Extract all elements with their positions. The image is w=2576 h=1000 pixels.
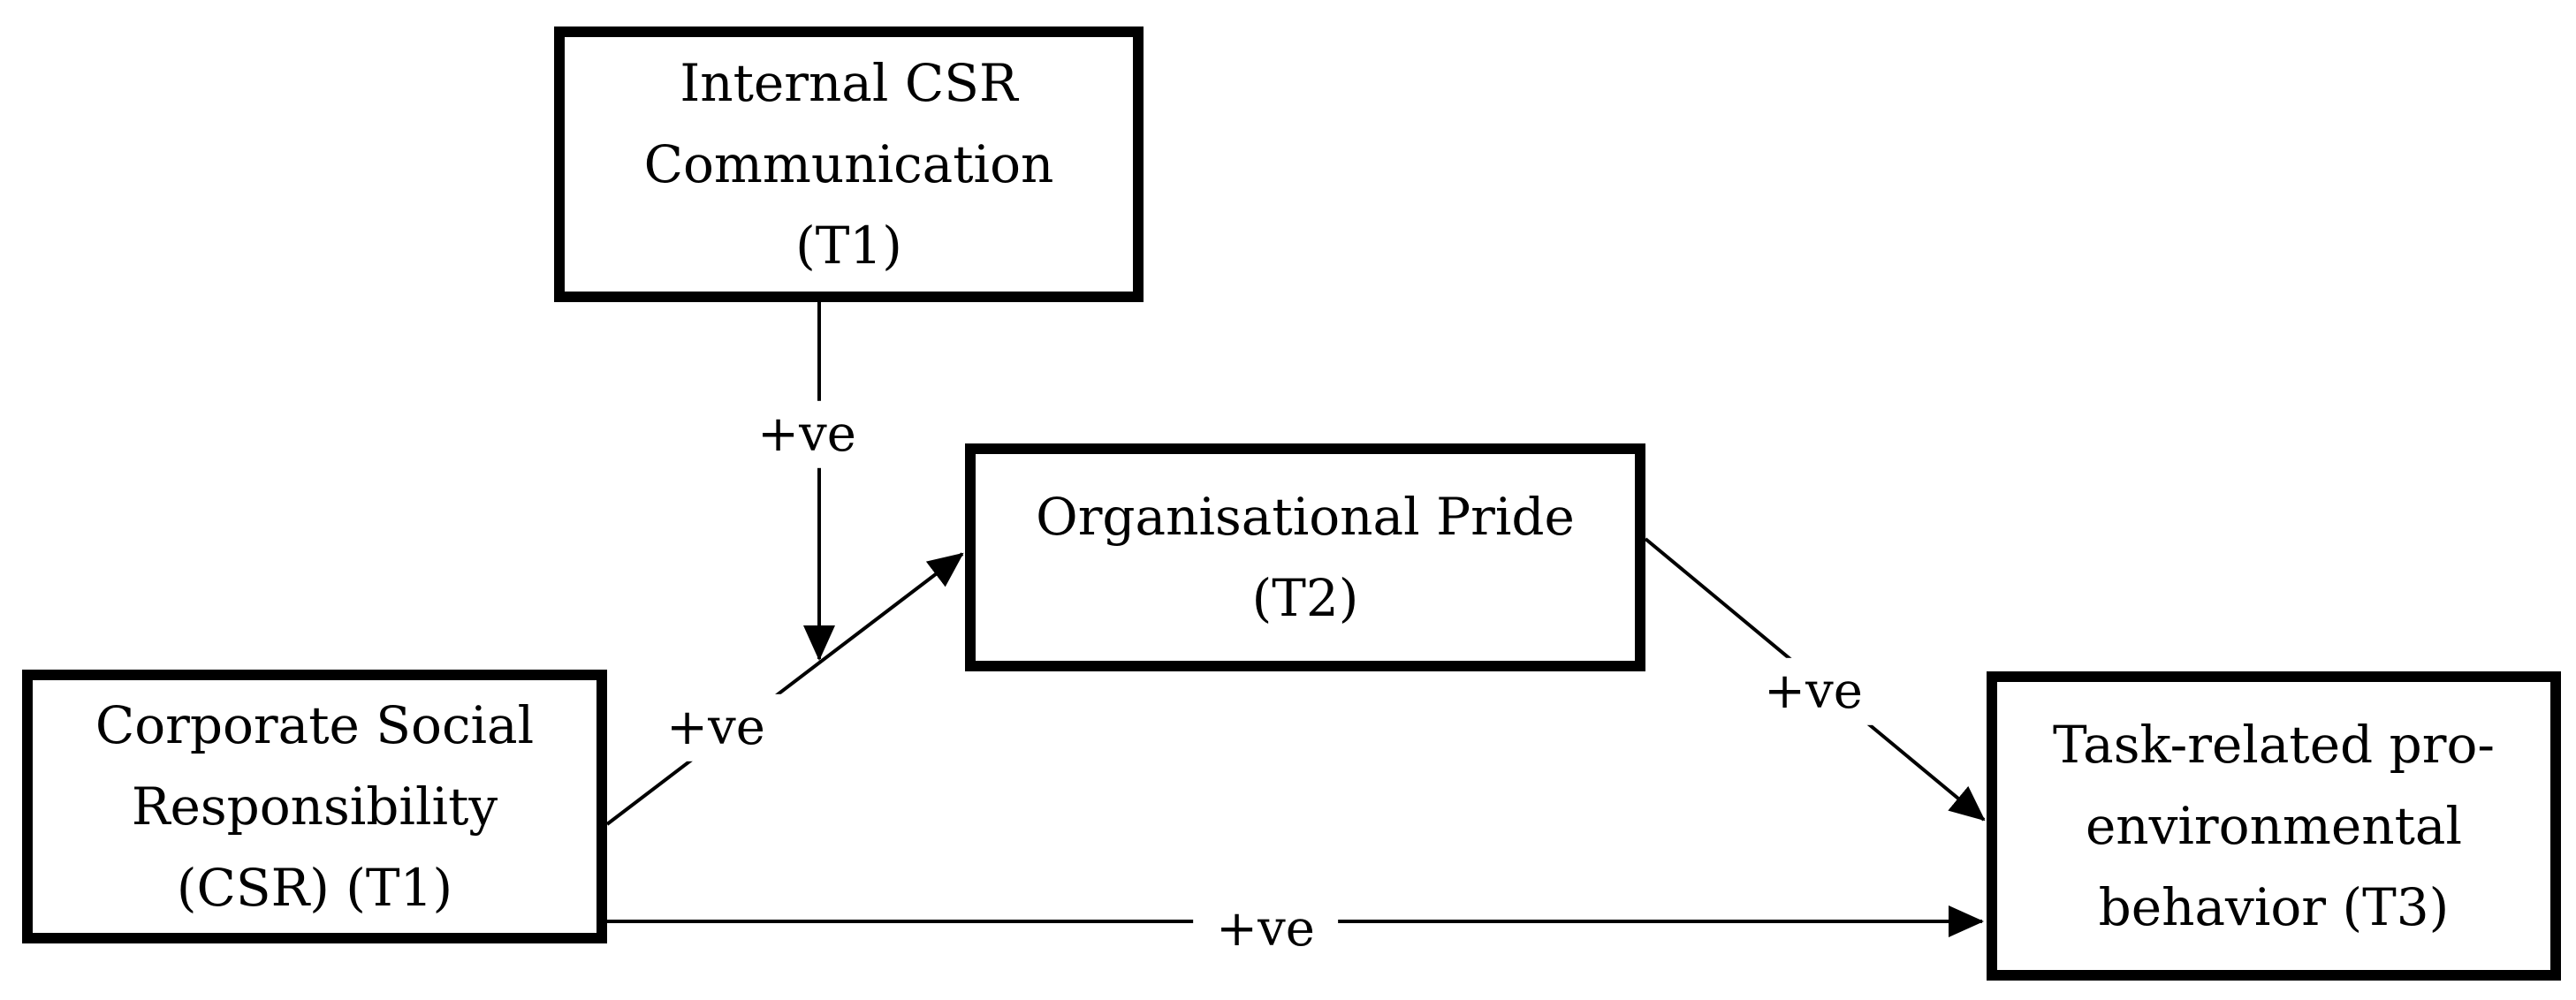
edge-label-moderation: +ve xyxy=(734,400,879,469)
node-task-related-pro-environmental-behavior: Task-related pro- environmental behavior… xyxy=(1987,671,2561,981)
node-corporate-social-responsibility: Corporate Social Responsibility (CSR) (T… xyxy=(22,670,607,943)
node-label-line: Corporate Social xyxy=(95,695,535,755)
node-label-line: (T1) xyxy=(795,216,902,276)
arrow-csr-to-pride xyxy=(605,552,964,826)
node-label-line: environmental xyxy=(2085,796,2463,856)
node-label-line: (CSR) (T1) xyxy=(176,858,453,918)
node-internal-csr-communication: Internal CSR Communication (T1) xyxy=(554,27,1144,302)
node-label-line: (T2) xyxy=(1251,568,1359,628)
node-label-line: behavior (T3) xyxy=(2098,877,2450,937)
edge-label-pride-to-behavior: +ve xyxy=(1741,657,1886,726)
node-organisational-pride: Organisational Pride (T2) xyxy=(965,443,1645,671)
node-label-line: Task-related pro- xyxy=(2053,715,2495,775)
node-label-line: Organisational Pride xyxy=(1036,487,1575,547)
edge-label-csr-to-behavior-direct: +ve xyxy=(1193,895,1338,964)
node-label-line: Responsibility xyxy=(131,777,498,837)
node-label-line: Internal CSR xyxy=(680,53,1018,113)
edge-label-csr-to-pride: +ve xyxy=(643,693,788,762)
node-label-line: Communication xyxy=(643,134,1054,194)
